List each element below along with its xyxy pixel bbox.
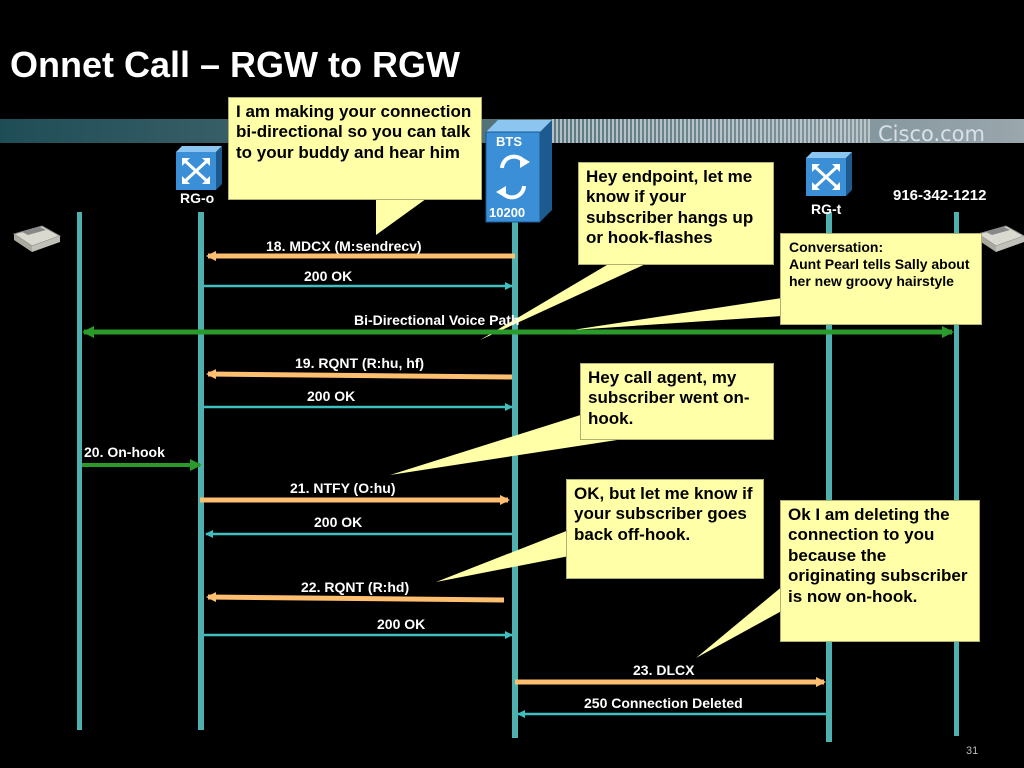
message-label-m20: 20. On-hook (84, 444, 165, 460)
message-label-m23: 23. DLCX (633, 662, 695, 678)
arrow-m22 (206, 592, 505, 603)
page-number: 31 (966, 745, 979, 757)
arrow-m19 (206, 369, 513, 380)
rg-t-phone-number: 916-342-1212 (893, 187, 987, 204)
callout-went-on-hook: Hey call agent, my subscriber went on-ho… (580, 363, 774, 440)
phone-icon (976, 225, 1024, 252)
message-label-m19: 19. RQNT (R:hu, hf) (295, 355, 425, 371)
callout-deleting: Ok I am deleting the connection to you b… (780, 500, 980, 642)
router-icon (176, 146, 222, 190)
callout-pointer (572, 298, 782, 330)
callout-hook-flash: Hey endpoint, let me know if your subscr… (578, 162, 774, 265)
rg-t-label: RG-t (811, 201, 842, 217)
message-label-voice: Bi-Directional Voice Path (354, 312, 520, 328)
callout-conversation: Conversation: Aunt Pearl tells Sally abo… (780, 233, 982, 325)
callout-pointer (376, 196, 430, 235)
message-label-m21: 21. NTFY (O:hu) (290, 480, 396, 496)
message-label-m18: 18. MDCX (M:sendrecv) (266, 238, 422, 254)
callout-pointer (390, 412, 630, 475)
router-icon (806, 152, 852, 196)
message-label-m19ok: 200 OK (307, 388, 356, 404)
rg-o-label: RG-o (180, 190, 215, 206)
bts-number: 10200 (489, 205, 526, 220)
softswitch-icon (485, 120, 552, 223)
callout-off-hook: OK, but let me know if your subscriber g… (566, 479, 764, 579)
bts-label: BTS (496, 134, 522, 149)
lifeline-rg-o (198, 212, 204, 730)
message-label-m22ok: 200 OK (377, 616, 426, 632)
page-title: Onnet Call – RGW to RGW (10, 44, 460, 85)
callout-pointer (480, 262, 650, 340)
phone-icon (12, 225, 62, 252)
callout-pointer (436, 528, 600, 582)
callout-bidirectional: I am making your connection bi-direction… (228, 97, 482, 200)
lifelines (77, 212, 959, 742)
cisco-logo-text: Cisco.com (878, 122, 985, 146)
message-label-m21ok: 200 OK (314, 514, 363, 530)
message-arrows (82, 251, 954, 718)
callout-conversation-title: Conversation: (789, 239, 884, 255)
lifeline-bts (512, 222, 518, 738)
lifeline-phone-right (954, 212, 959, 736)
message-label-m18ok: 200 OK (304, 268, 353, 284)
message-label-m23ok: 250 Connection Deleted (584, 695, 743, 711)
lifeline-phone-left (77, 212, 82, 730)
message-label-m22: 22. RQNT (R:hd) (301, 579, 410, 595)
lifeline-rg-t (826, 212, 832, 742)
callout-conversation-body: Aunt Pearl tells Sally about her new gro… (789, 255, 970, 289)
